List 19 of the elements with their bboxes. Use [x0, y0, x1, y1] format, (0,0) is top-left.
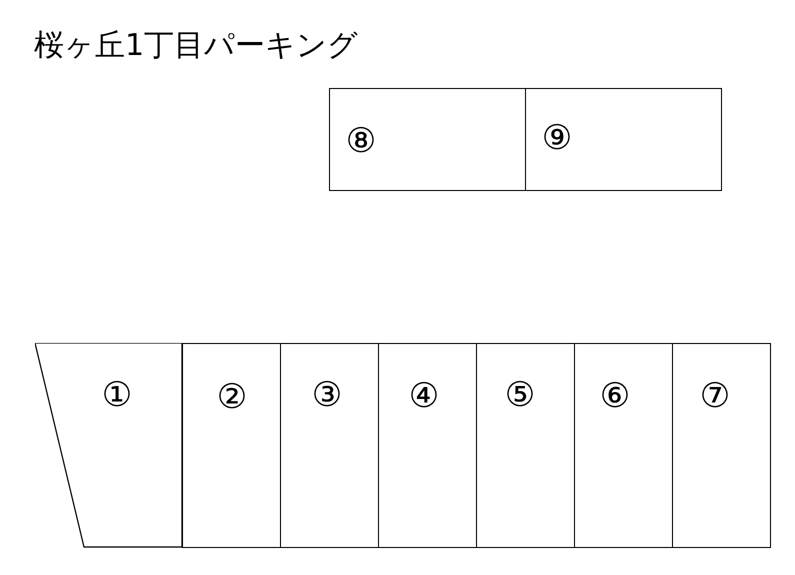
slot-number: ②	[216, 377, 248, 417]
slot-number: ⑨	[542, 118, 572, 158]
slot-number: ④	[408, 376, 440, 416]
parking-space	[280, 343, 379, 548]
parking-space	[672, 343, 771, 548]
parking-space	[476, 343, 575, 548]
parking-space	[182, 343, 281, 548]
parking-space	[378, 343, 477, 548]
slot-number: ①	[102, 375, 132, 415]
parking-space	[525, 88, 722, 191]
slot-number: ⑧	[346, 121, 376, 161]
slot-number: ③	[312, 375, 342, 415]
slot-number: ⑦	[700, 376, 730, 416]
parking-space	[35, 343, 183, 548]
parking-space	[329, 88, 526, 191]
parking-space	[574, 343, 673, 548]
slot-number: ⑤	[504, 375, 536, 415]
slot-number: ⑥	[600, 376, 630, 416]
title: 桜ヶ丘1丁目パーキング	[34, 27, 358, 65]
